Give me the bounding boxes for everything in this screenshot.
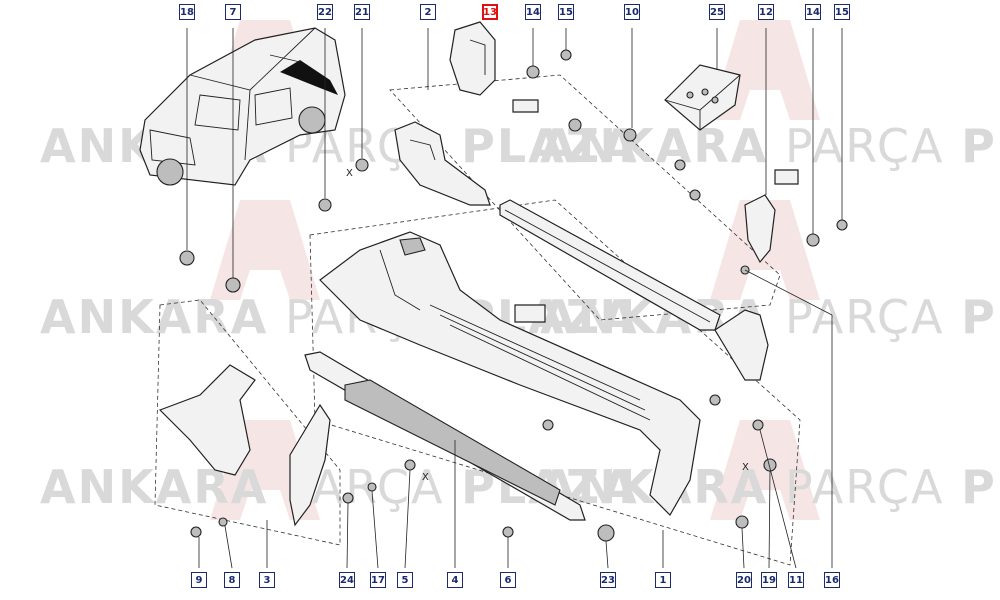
fastener-kit-box [664,64,741,131]
watermark-brand-bold-1: ANKARA [40,290,268,344]
callout-14-right[interactable]: 14 [805,4,821,20]
rear-wheel [298,106,326,134]
callout-3[interactable]: 3 [259,572,275,588]
callout-17[interactable]: 17 [370,572,386,588]
watermark-brand-light: PARÇA [785,460,945,514]
watermark-brand-bold-2: PLAZA [461,119,639,173]
hinge-bracket [449,21,496,96]
callout-5[interactable]: 5 [397,572,413,588]
callout-11[interactable]: 11 [788,572,804,588]
watermark-brand-bold-2: PLAZA [961,460,1000,514]
callout-6[interactable]: 6 [500,572,516,588]
right-bracket-upper [744,194,776,264]
callout-20[interactable]: 20 [736,572,752,588]
callout-16[interactable]: 16 [824,572,840,588]
callout-13-highlighted[interactable]: 13 [482,4,498,20]
callout-24[interactable]: 24 [339,572,355,588]
callout-15[interactable]: 15 [558,4,574,20]
right-bracket-lower [714,309,769,381]
lower-trim-diffuser [344,379,561,506]
left-bracket-outer [289,403,331,527]
callout-4[interactable]: 4 [447,572,463,588]
left-bracket-inner [158,364,256,476]
callout-23[interactable]: 23 [600,572,616,588]
callout-22[interactable]: 22 [317,4,333,20]
rear-bumper-cover [319,231,701,516]
svg-text:ANKARA PARÇA PLAZA: ANKARA PARÇA PLAZA [540,119,1000,173]
watermark-brand-bold-2: PLAZA [961,290,1000,344]
callout-25[interactable]: 25 [709,4,725,20]
vehicle-illustration [139,27,346,186]
front-wheel [156,158,184,186]
x-mark: X [742,462,749,473]
callout-2[interactable]: 2 [420,4,436,20]
leader-lines [186,28,843,569]
callout-7[interactable]: 7 [225,4,241,20]
callout-18[interactable]: 18 [179,4,195,20]
watermark-brand-light: PARÇA [785,290,945,344]
callout-12[interactable]: 12 [758,4,774,20]
x-mark: X [422,472,429,483]
callout-19[interactable]: 19 [761,572,777,588]
bumper-location-arrow [280,60,338,95]
callout-8[interactable]: 8 [224,572,240,588]
watermark-brand-light: PARÇA [785,119,945,173]
callout-14[interactable]: 14 [525,4,541,20]
x-mark: X [346,168,353,179]
fasteners [179,49,848,542]
callout-15-right[interactable]: 15 [834,4,850,20]
callout-10[interactable]: 10 [624,4,640,20]
upper-bracket-left [394,121,491,206]
svg-text:ANKARA PARÇA PLAZA: ANKARA PARÇA PLAZA [540,290,1000,344]
callout-9[interactable]: 9 [191,572,207,588]
watermark-brand-bold-2: PLAZA [961,119,1000,173]
callout-1[interactable]: 1 [655,572,671,588]
callout-21[interactable]: 21 [354,4,370,20]
